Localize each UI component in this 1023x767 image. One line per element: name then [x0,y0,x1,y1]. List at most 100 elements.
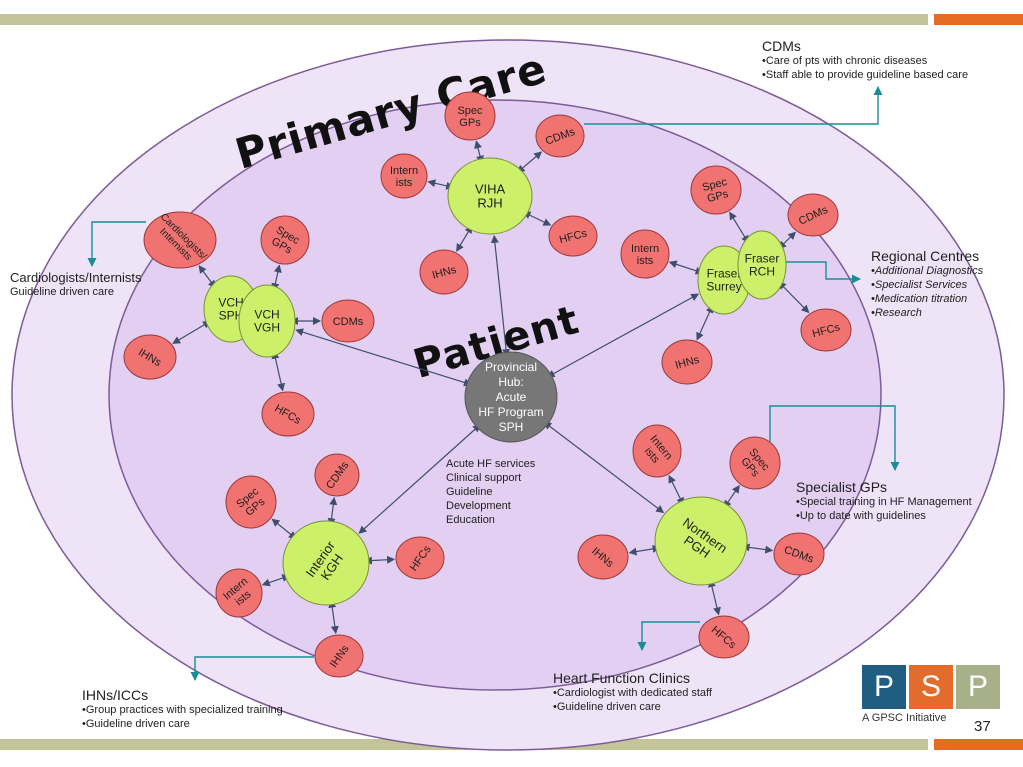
satellite-node-vch-hfcs: HFCs [261,391,315,437]
satellite-connector [363,555,396,565]
svg-text:Internists: Internists [631,243,659,267]
satellite-node-viha-hfcs: HFCs [548,215,598,257]
satellite-connector [172,320,212,344]
satellite-connector [516,151,543,174]
satellite-node-int-hfcs: HFCs [395,536,445,580]
satellite-node-nor-ihns: IHNs [577,534,629,580]
satellite-node-fr-ihns: IHNs [661,339,713,385]
connector-lines [172,140,810,635]
hub-service-item: Acute HF services [446,458,536,470]
psp-logo-p1: P [862,665,906,709]
callout-cdms [584,86,883,125]
callout-specialist-gps [769,405,900,471]
satellite-connector [456,225,473,252]
psp-logo: P S P A GPSC Initiative [862,665,1002,725]
callout-cardiologists [87,221,146,267]
satellite-node-int-ihns: IHNs [314,634,364,678]
satellite-connector [271,518,297,540]
satellite-connector [271,350,286,392]
top-olive-bar [0,14,928,25]
satellite-connector [777,281,810,314]
cdms-annotation-title: CDMs [762,38,801,54]
satellite-node-fr-hfcs: HFCs [800,308,852,352]
specialist-annotation-line: •Special training in HF Management [796,496,972,508]
regional-annotation-line: •Medication titration [871,293,968,305]
satellite-connector [778,231,797,250]
regional-annotation-line: •Additional Diagnostics [871,265,984,277]
callout-arrows [87,86,900,681]
hub-service-item: Guideline [446,486,493,498]
satellite-node-int-spec: SpecGPs [225,475,277,529]
psp-logo-p2: P [956,665,1000,709]
cardiologists-annotation-title: Cardiologists/Internists [10,270,142,285]
satellite-node-fr-cdms: CDMs [787,193,839,237]
hub-services: Acute HF services Clinical support Guide… [446,457,566,527]
regional-annotation-line: •Research [871,307,922,319]
satellite-connector [261,574,291,587]
regional-annotation-title: Regional Centres [871,248,980,264]
satellite-connector [628,544,661,556]
satellite-node-int-cdms: CDMs [314,453,360,497]
satellite-node-nor-intern: Internists [632,424,682,478]
satellite-connector [668,474,684,506]
satellite-connector [271,264,282,292]
satellite-node-viha-ihns: IHNs [419,249,469,295]
hub-connector-viha [490,234,510,358]
specialist-annotation-title: Specialist GPs [796,479,888,495]
satellite-node-vch-spec: SpecGPs [260,215,310,265]
callout-ihns [190,656,314,681]
satellite-node-fr-spec: SpecGPs [690,165,742,215]
ihns-annotation: IHNs/ICCs •Group practices with speciali… [82,687,342,731]
hfc-annotation: Heart Function Clinics •Cardiologist wit… [553,670,783,714]
satellite-connector [741,543,774,554]
specialist-annotation: Specialist GPs •Special training in HF M… [796,479,1011,523]
satellite-node-viha-cdms: CDMs [535,114,585,158]
satellite-connector [708,579,721,616]
satellite-connector [723,484,740,509]
page-number: 37 [974,718,991,735]
regional-annotation: Regional Centres •Additional Diagnostics… [871,248,1021,320]
satellite-node-nor-cdms: CDMs [773,532,825,576]
satellite-connector [729,211,749,244]
svg-text:Internists: Internists [390,165,418,189]
hub-service-item: Clinical support [446,472,522,484]
satellite-connector [328,599,339,635]
hub-connector-interior [358,424,481,534]
hub-connector-northern [543,421,665,514]
svg-text:SpecGPs: SpecGPs [457,105,483,129]
hfc-annotation-title: Heart Function Clinics [553,670,690,686]
hub-service-item: Development [446,500,511,512]
hub-service-item: Education [446,514,495,526]
bottom-orange-bar [934,739,1023,750]
satellite-node-nor-spec: SpecGPs [729,436,781,490]
cardiologists-annotation: Cardiologists/Internists Guideline drive… [10,270,180,299]
callout-regional-centres [786,261,861,284]
centre-node-interior: InteriorKGH [282,520,370,606]
svg-text:CDMs: CDMs [333,316,364,328]
satellite-connector [668,260,704,275]
ihns-annotation-line: •Group practices with specialized traini… [82,704,283,716]
satellite-connector [474,140,484,164]
psp-logo-s: S [909,665,953,709]
hub-connector-vch-vgh [295,328,472,387]
cardiologists-annotation-line: Guideline driven care [10,286,114,298]
callout-heart-function-clinics [637,621,700,651]
specialist-annotation-line: •Up to date with guidelines [796,510,926,522]
satellite-connector [198,265,216,289]
hub-connector-fraser-surrey [546,293,700,378]
cdms-annotation-line: •Care of pts with chronic diseases [762,55,928,67]
hfc-annotation-line: •Guideline driven care [553,701,661,713]
